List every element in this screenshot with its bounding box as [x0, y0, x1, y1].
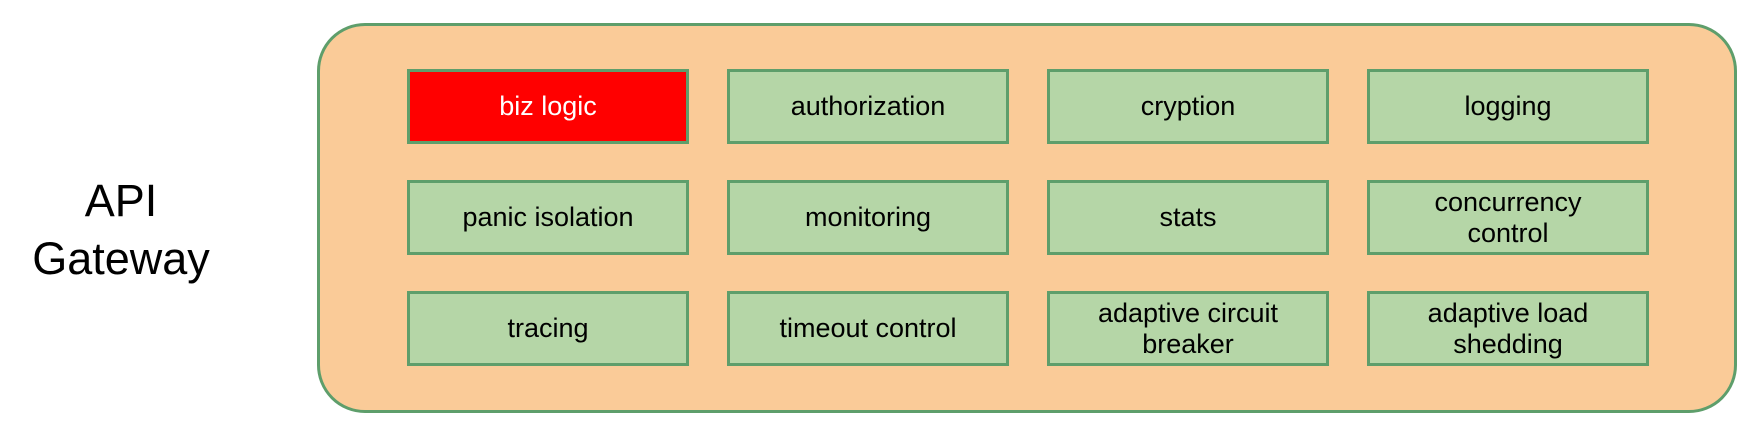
module-box-cryption: cryption — [1047, 69, 1329, 144]
module-box-panic-isolation: panic isolation — [407, 180, 689, 255]
module-box-monitoring: monitoring — [727, 180, 1009, 255]
module-box-stats: stats — [1047, 180, 1329, 255]
module-box-logging: logging — [1367, 69, 1649, 144]
module-box-adaptive-circuit-breaker: adaptive circuit breaker — [1047, 291, 1329, 366]
module-box-timeout-control: timeout control — [727, 291, 1009, 366]
module-box-concurrency-control: concurrency control — [1367, 180, 1649, 255]
module-box-biz-logic: biz logic — [407, 69, 689, 144]
module-box-adaptive-load-shedding: adaptive load shedding — [1367, 291, 1649, 366]
module-box-authorization: authorization — [727, 69, 1009, 144]
api-gateway-label: API Gateway — [32, 175, 210, 284]
module-box-tracing: tracing — [407, 291, 689, 366]
api-gateway-container: biz logic authorization cryption logging… — [317, 23, 1737, 413]
